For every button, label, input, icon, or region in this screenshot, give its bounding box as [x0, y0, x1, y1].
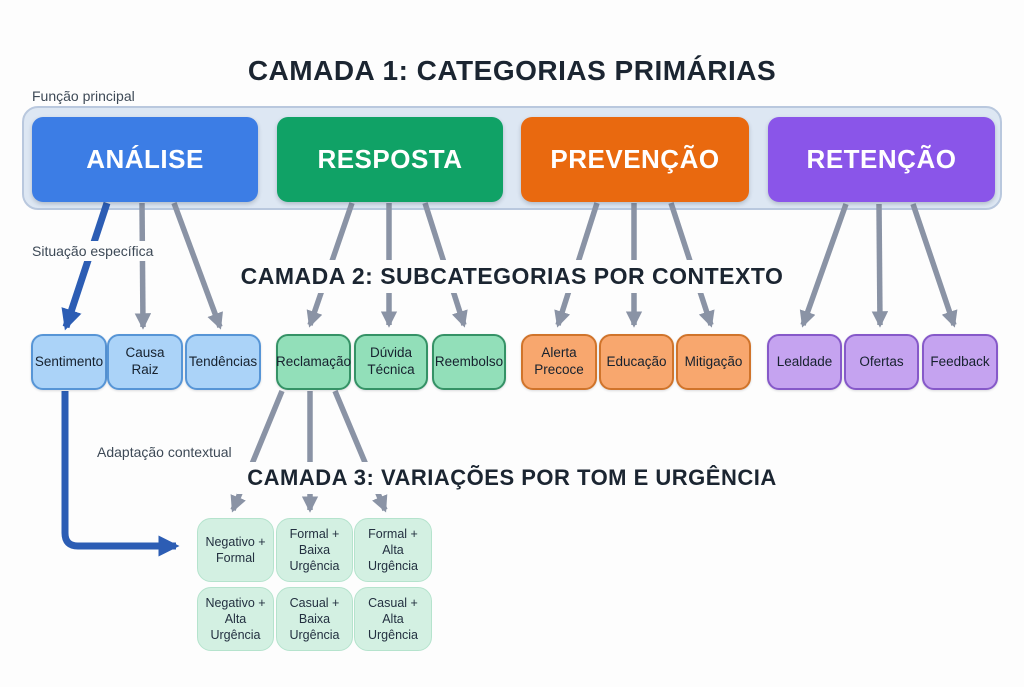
arrow-analise-sentimento — [61, 201, 111, 331]
variation-casual-baixa-urgencia: Casual + Baixa Urgência — [276, 587, 353, 651]
subcategory-tendencias: Tendências — [185, 334, 261, 390]
arrow-retencao-feedback — [910, 203, 958, 328]
variation-negativo-alta-urgencia: Negativo + Alta Urgência — [197, 587, 274, 651]
subcategory-duvida-tecnica: Dúvida Técnica — [354, 334, 428, 390]
subcategory-ofertas: Ofertas — [844, 334, 919, 390]
arrow-retencao-lealdade — [799, 203, 849, 328]
variation-negativo-formal: Negativo + Formal — [197, 518, 274, 582]
subcategory-alerta-precoce: Alerta Precoce — [521, 334, 597, 390]
funcao-principal-label: Função principal — [27, 86, 140, 106]
subcategory-sentimento: Sentimento — [31, 334, 107, 390]
subcategory-educacao: Educação — [599, 334, 674, 390]
situacao-especifica-label: Situação específica — [27, 241, 159, 261]
layer1-title-text: CAMADA 1: CATEGORIAS PRIMÁRIAS — [237, 52, 787, 90]
subcategory-reembolso: Reembolso — [432, 334, 506, 390]
adaptacao-contextual-label: Adaptação contextual — [92, 442, 237, 462]
subcategory-lealdade: Lealdade — [767, 334, 842, 390]
primary-category-analise: ANÁLISE — [32, 117, 258, 202]
arrow-analise-causa-raiz — [134, 202, 152, 330]
subcategory-mitigacao: Mitigação — [676, 334, 751, 390]
layer2-title: CAMADA 2: SUBCATEGORIAS POR CONTEXTO — [0, 260, 1024, 293]
variation-casual-alta-urgencia: Casual + Alta Urgência — [354, 587, 432, 651]
layer2-title-text: CAMADA 2: SUBCATEGORIAS POR CONTEXTO — [230, 260, 794, 293]
variation-formal-alta-urgencia: Formal + Alta Urgência — [354, 518, 432, 582]
layer3-title: CAMADA 3: VARIAÇÕES POR TOM E URGÊNCIA — [0, 462, 1024, 494]
arrow-retencao-ofertas — [871, 203, 889, 328]
connector-sentimento-negativo-formal — [61, 391, 180, 557]
subcategory-causa-raiz: Causa Raiz — [107, 334, 183, 390]
primary-category-resposta: RESPOSTA — [277, 117, 503, 202]
primary-category-retencao: RETENÇÃO — [768, 117, 995, 202]
arrow-analise-tendencias — [171, 202, 223, 330]
variation-formal-baixa-urgencia: Formal + Baixa Urgência — [276, 518, 353, 582]
layer1-title: CAMADA 1: CATEGORIAS PRIMÁRIAS — [0, 52, 1024, 90]
layer3-title-text: CAMADA 3: VARIAÇÕES POR TOM E URGÊNCIA — [237, 462, 787, 494]
subcategory-reclamacao: Reclamação — [276, 334, 351, 390]
primary-category-prevencao: PREVENÇÃO — [521, 117, 749, 202]
subcategory-feedback: Feedback — [922, 334, 998, 390]
